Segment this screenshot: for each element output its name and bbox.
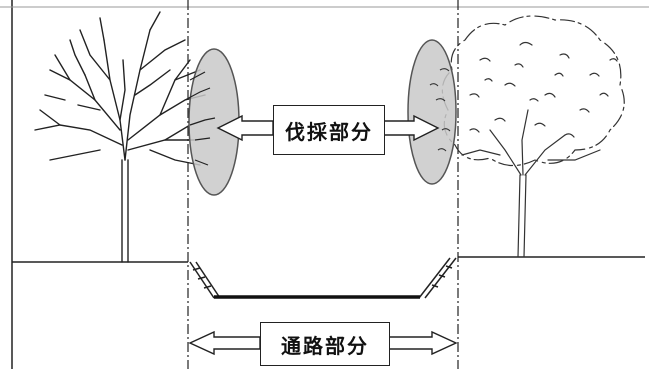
right-canopy-ellipse [407, 39, 457, 185]
left-tree-overlap-branches [184, 71, 216, 166]
cut-area-arrow [216, 114, 440, 142]
cut-section-label: 伐採部分 [273, 105, 385, 155]
right-tree-overlap-leaves [429, 68, 451, 152]
left-tree [34, 11, 206, 263]
road-section-label: 通路部分 [260, 322, 390, 366]
left-slope [189, 261, 221, 299]
right-slope [418, 257, 457, 299]
right-tree [441, 15, 625, 258]
